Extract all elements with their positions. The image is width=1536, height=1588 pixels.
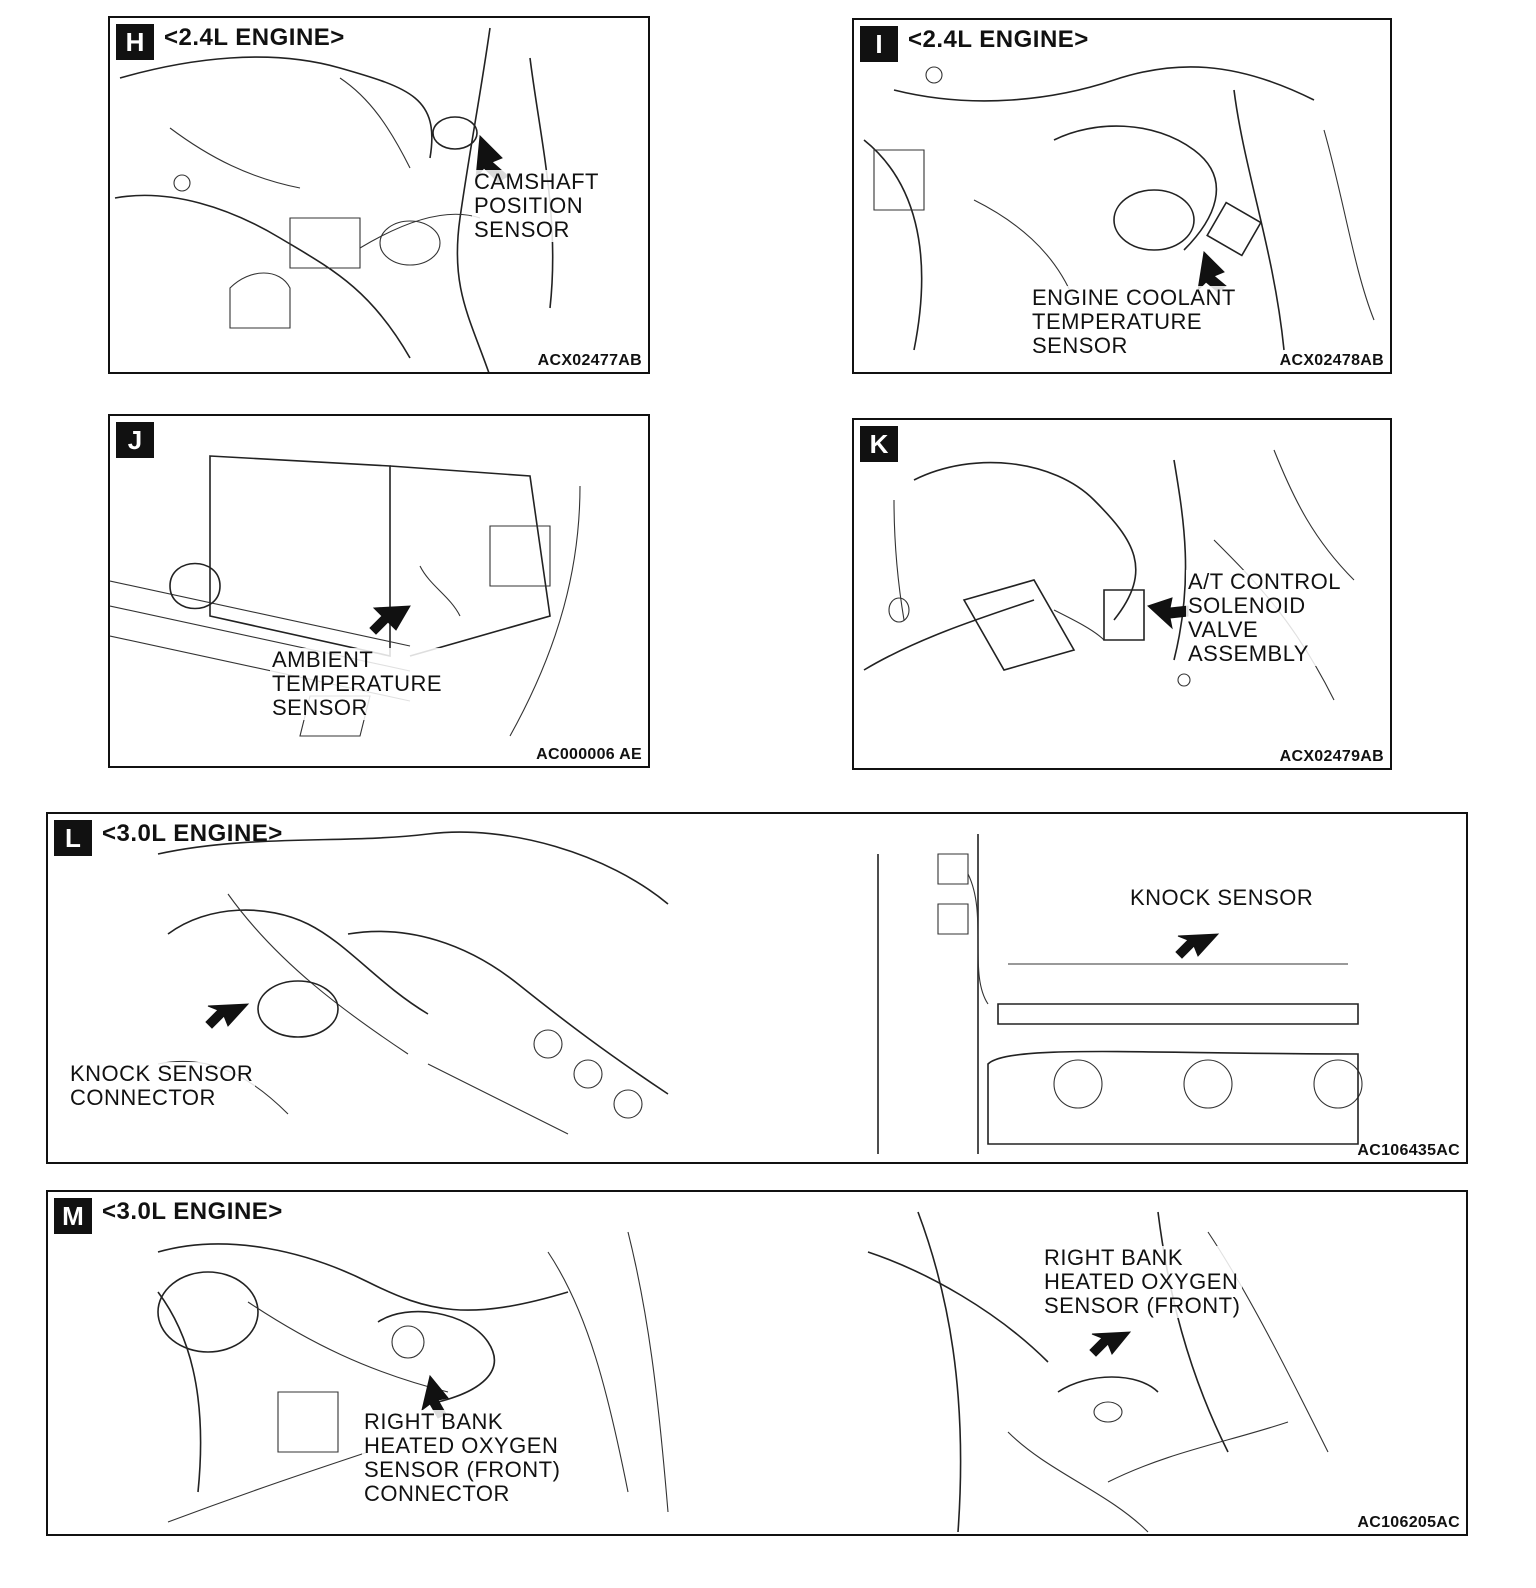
callout-engine-coolant-temperature-sensor: ENGINE COOLANT TEMPERATURE SENSOR — [1030, 286, 1238, 358]
callout-line: AMBIENT — [272, 647, 374, 672]
callout-line: SOLENOID — [1188, 593, 1306, 618]
callout-line: TEMPERATURE — [272, 671, 443, 696]
callout-knock-sensor-connector: KNOCK SENSOR CONNECTOR — [68, 1061, 256, 1110]
callout-heated-oxygen-sensor: RIGHT BANK HEATED OXYGEN SENSOR (FRONT) — [1042, 1245, 1243, 1318]
figure-code: ACX02478AB — [1279, 352, 1384, 369]
engine-illustration-l — [157, 831, 1363, 1154]
engine-illustration-m — [157, 1211, 1329, 1533]
callout-line: SENSOR — [474, 217, 570, 242]
callout-knock-sensor: KNOCK SENSOR — [1128, 885, 1316, 910]
figure-code: ACX02477AB — [537, 352, 642, 369]
callout-heated-oxygen-sensor-connector: RIGHT BANK HEATED OXYGEN SENSOR (FRONT) … — [362, 1409, 563, 1506]
callout-line: CONNECTOR — [364, 1481, 510, 1506]
callout-line: SENSOR — [1032, 333, 1128, 358]
callout-line: TEMPERATURE — [1032, 309, 1203, 334]
engine-variant-label: <3.0L ENGINE> — [102, 1198, 283, 1225]
callout-line: HEATED OXYGEN — [1044, 1269, 1239, 1294]
callout-line: POSITION — [474, 193, 584, 218]
callout-line: ASSEMBLY — [1188, 641, 1309, 666]
panel-letter: I — [860, 26, 898, 62]
figure-code: AC106435AC — [1357, 1142, 1460, 1159]
engine-variant-label: <3.0L ENGINE> — [102, 820, 283, 847]
callout-ambient-temperature-sensor: AMBIENT TEMPERATURE SENSOR — [270, 647, 445, 720]
panel-letter: M — [54, 1198, 92, 1234]
callout-line: SENSOR (FRONT) — [364, 1457, 561, 1482]
panel-letter: L — [54, 820, 92, 856]
callout-line: CAMSHAFT — [474, 169, 599, 194]
callout-at-control-solenoid-valve-assembly: A/T CONTROL SOLENOID VALVE ASSEMBLY — [1186, 569, 1344, 666]
callout-line: SENSOR (FRONT) — [1044, 1293, 1241, 1318]
callout-line: VALVE — [1188, 617, 1259, 642]
callout-line: HEATED OXYGEN — [364, 1433, 559, 1458]
callout-camshaft-position-sensor: CAMSHAFT POSITION SENSOR — [472, 170, 601, 242]
callout-line: ENGINE COOLANT — [1032, 285, 1236, 310]
figure-code: AC000006 AE — [536, 746, 642, 763]
callout-line: A/T CONTROL — [1188, 569, 1342, 594]
panel-k: K A/T CONTROL SOLENOID VALVE ASSEMBLY AC… — [852, 418, 1392, 770]
engine-variant-label: <2.4L ENGINE> — [908, 26, 1089, 53]
figure-code: ACX02479AB — [1279, 748, 1384, 765]
engine-illustration-i — [863, 66, 1375, 351]
panel-j: J AMBIENT TEMPERATURE SENSOR AC000006 AE — [108, 414, 650, 768]
callout-line: SENSOR — [272, 695, 368, 720]
panel-i: I <2.4L ENGINE> ENGINE COOLANT TEMPERATU… — [852, 18, 1392, 374]
panel-l: L <3.0L ENGINE> KNOCK SENSOR CONNECTOR K… — [46, 812, 1468, 1164]
panel-letter: J — [116, 422, 154, 458]
engine-variant-label: <2.4L ENGINE> — [164, 24, 345, 51]
callout-line: KNOCK SENSOR — [70, 1061, 254, 1086]
panel-h: H <2.4L ENGINE> CAMSHAFT POSITION SENSOR… — [108, 16, 650, 374]
panel-m: M <3.0L ENGINE> RIGHT BANK HEATED OXYGEN… — [46, 1190, 1468, 1536]
figure-code: AC106205AC — [1357, 1514, 1460, 1531]
callout-line: KNOCK SENSOR — [1130, 885, 1314, 910]
callout-line: RIGHT BANK — [364, 1409, 504, 1434]
panel-letter: K — [860, 426, 898, 462]
callout-line: CONNECTOR — [70, 1085, 216, 1110]
panel-letter: H — [116, 24, 154, 60]
callout-line: RIGHT BANK — [1044, 1245, 1184, 1270]
